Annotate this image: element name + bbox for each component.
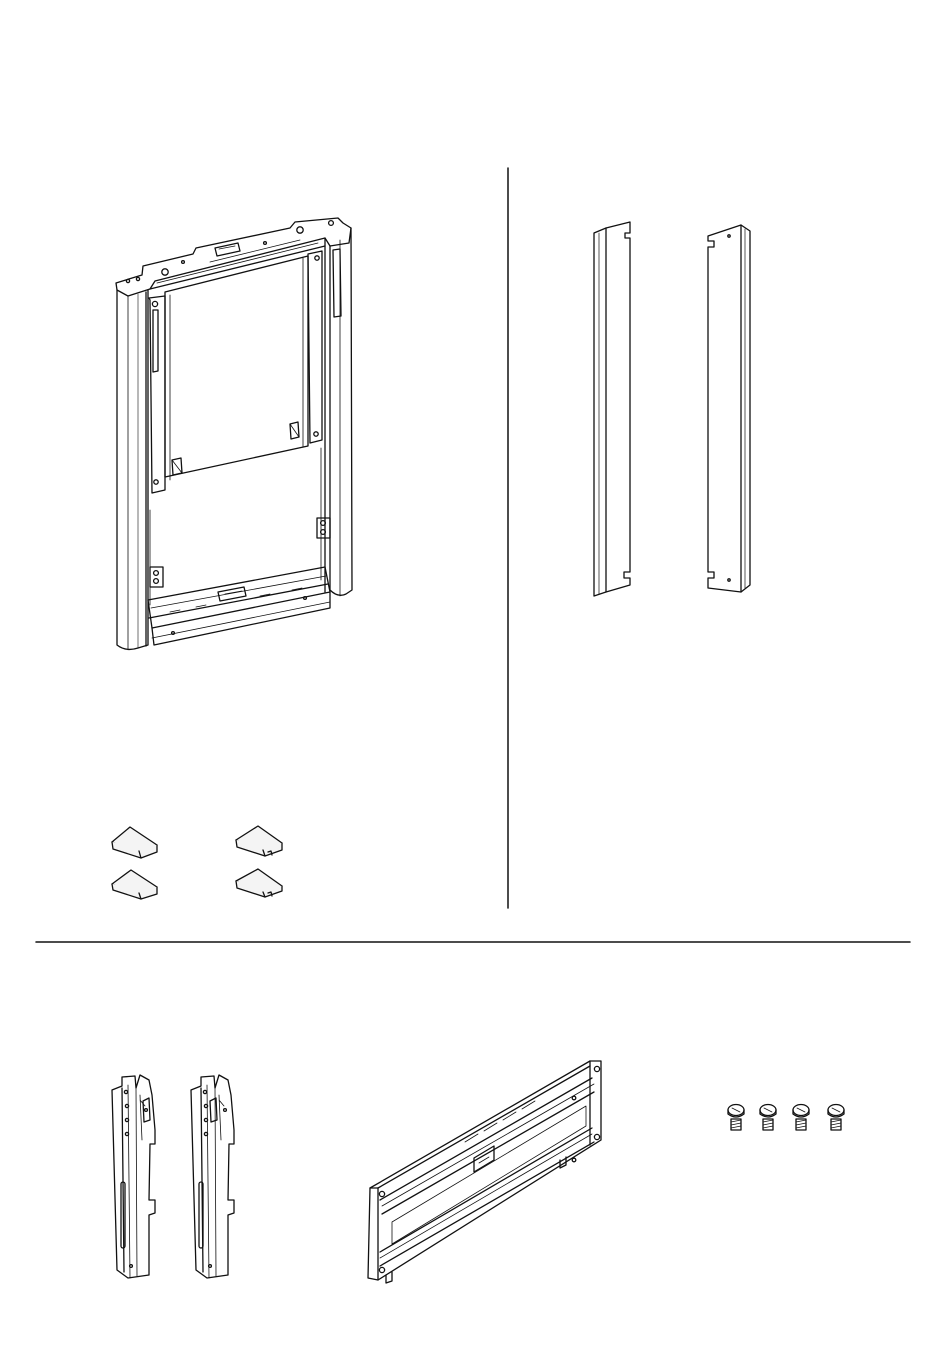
wedge-pad-4 <box>236 869 282 897</box>
side-rail-drawing <box>594 222 750 596</box>
screw-3 <box>793 1105 809 1131</box>
wedge-pad-3 <box>112 870 157 899</box>
wedge-pad-1 <box>112 827 157 858</box>
crossbar-panel-drawing <box>368 1061 601 1283</box>
screw-drawing <box>728 1105 844 1131</box>
screw-1 <box>728 1105 744 1131</box>
wedge-pad-2 <box>236 826 282 856</box>
screw-4 <box>828 1105 844 1131</box>
wedge-pad-drawing <box>112 826 282 899</box>
screw-2 <box>760 1105 776 1131</box>
vertical-bracket-drawing <box>112 1075 234 1278</box>
wall-frame-drawing <box>116 218 352 649</box>
